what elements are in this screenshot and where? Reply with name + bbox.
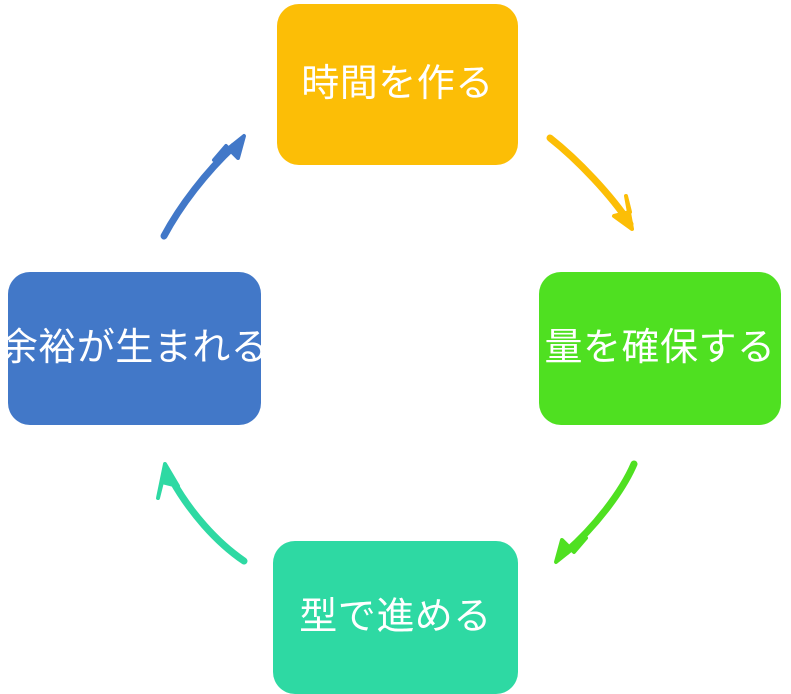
arrow-top-to-right bbox=[546, 134, 634, 231]
node-margin-is-born-label: 余裕が生まれる bbox=[0, 326, 270, 369]
node-secure-volume[interactable]: 量を確保する bbox=[539, 272, 781, 425]
node-make-time[interactable]: 時間を作る bbox=[277, 4, 518, 165]
node-advance-with-form-label: 型で進める bbox=[299, 595, 492, 638]
node-make-time-label: 時間を作る bbox=[301, 62, 494, 105]
node-secure-volume-label: 量を確保する bbox=[544, 326, 776, 369]
arrow-bottom-to-left bbox=[156, 462, 248, 565]
node-margin-is-born[interactable]: 余裕が生まれる bbox=[0, 272, 269, 425]
node-advance-with-form[interactable]: 型で進める bbox=[273, 541, 518, 694]
arrow-right-to-bottom bbox=[554, 460, 638, 564]
arrow-left-to-top bbox=[160, 134, 246, 240]
